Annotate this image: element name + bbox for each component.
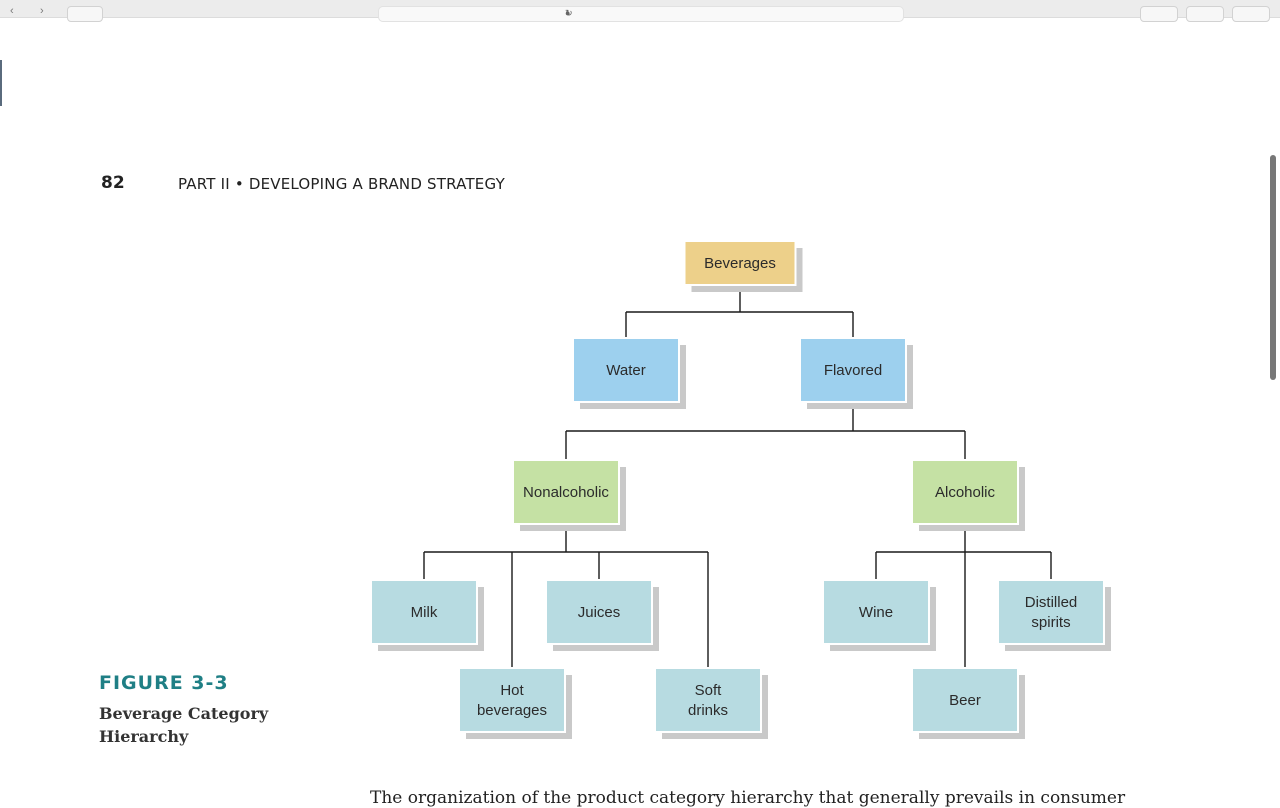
- node-label: drinks: [688, 702, 728, 719]
- node-box: [997, 579, 1105, 645]
- sidebar-toggle-button[interactable]: [67, 6, 103, 22]
- node-alcoholic: Alcoholic: [911, 459, 1025, 531]
- node-label: Juices: [578, 604, 621, 621]
- node-label: Flavored: [824, 362, 882, 379]
- node-flavored: Flavored: [799, 337, 913, 409]
- node-hot-beverages: Hot beverages: [458, 667, 572, 739]
- node-beer: Beer: [911, 667, 1025, 739]
- node-box: [654, 667, 762, 733]
- node-wine: Wine: [822, 579, 936, 651]
- node-label: Soft: [695, 682, 723, 699]
- node-label: beverages: [477, 702, 547, 719]
- node-nonalcoholic: Nonalcoholic: [512, 459, 626, 531]
- figure-caption-line: Hierarchy: [99, 727, 189, 746]
- node-label: Hot: [500, 682, 524, 699]
- node-label: Nonalcoholic: [523, 484, 609, 501]
- node-label: Beverages: [704, 255, 776, 272]
- body-text: The organization of the product category…: [370, 788, 1126, 808]
- browser-toolbar: ‹ › ●↻: [0, 0, 1280, 22]
- node-box: [370, 579, 478, 645]
- back-icon[interactable]: ‹: [10, 5, 14, 17]
- node-box: [512, 459, 620, 525]
- forward-icon[interactable]: ›: [40, 5, 44, 17]
- share-button[interactable]: [1140, 6, 1178, 22]
- figure-caption-line: Beverage Category: [99, 704, 269, 723]
- node-box: [799, 337, 907, 403]
- page-number: 82: [101, 173, 125, 193]
- running-head: PART II • DEVELOPING A BRAND STRATEGY: [178, 175, 505, 193]
- node-milk: Milk: [370, 579, 484, 651]
- node-label: Distilled: [1025, 594, 1078, 611]
- figure-label: FIGURE 3-3: [99, 672, 229, 694]
- node-label: Water: [606, 362, 645, 379]
- node-beverages: Beverages: [683, 240, 803, 292]
- node-distilled-spirits: Distilled spirits: [997, 579, 1111, 651]
- node-box: [458, 667, 566, 733]
- tabs-button[interactable]: [1186, 6, 1224, 22]
- node-label: spirits: [1031, 614, 1070, 631]
- node-box: [572, 337, 680, 403]
- node-label: Wine: [859, 604, 893, 621]
- node-label: Alcoholic: [935, 484, 996, 501]
- node-box: [911, 459, 1019, 525]
- node-box: [545, 579, 653, 645]
- window-edge: [0, 60, 2, 106]
- address-bar[interactable]: ●↻: [378, 6, 904, 22]
- lock-icon: ●: [565, 8, 571, 18]
- node-box: [911, 667, 1019, 733]
- scrollbar-thumb[interactable]: [1270, 155, 1276, 380]
- node-label: Milk: [411, 604, 438, 621]
- node-juices: Juices: [545, 579, 659, 651]
- node-water: Water: [572, 337, 686, 409]
- node-box: [683, 240, 797, 286]
- downloads-button[interactable]: [1232, 6, 1270, 22]
- node-box: [822, 579, 930, 645]
- node-label: Beer: [949, 692, 981, 709]
- node-soft-drinks: Soft drinks: [654, 667, 768, 739]
- reload-icon[interactable]: ↻: [565, 8, 573, 18]
- figure-caption: Beverage Category Hierarchy: [99, 702, 299, 748]
- connector-lines: [423, 285, 1052, 668]
